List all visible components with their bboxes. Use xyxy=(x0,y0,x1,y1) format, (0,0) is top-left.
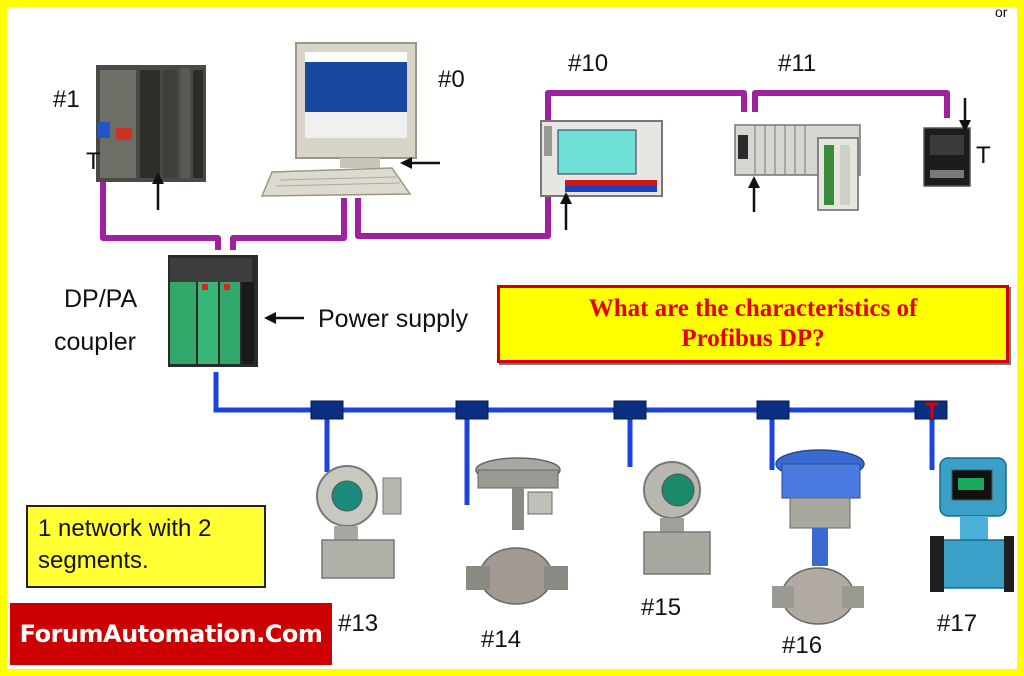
label-flowmeter-17: #17 xyxy=(937,610,978,637)
arrow-io xyxy=(748,176,760,212)
arrow-power-supply xyxy=(264,312,304,324)
plc-rack xyxy=(96,65,206,182)
label-pc: #0 xyxy=(438,66,465,93)
pressure-transmitter-15 xyxy=(643,461,711,575)
arrow-plc xyxy=(152,172,164,210)
label-io-station: #11 xyxy=(778,50,817,77)
label-panel: #10 xyxy=(568,50,609,77)
pa-tee-14 xyxy=(455,400,489,420)
arrow-terminal xyxy=(959,98,971,132)
operator-panel xyxy=(540,120,663,197)
label-coupler-line2: coupler xyxy=(54,328,136,356)
bus-terminal-box xyxy=(923,127,971,187)
label-coupler-line1: DP/PA xyxy=(64,285,138,313)
pressure-transmitter-13 xyxy=(316,465,402,579)
dp-line-pc xyxy=(230,198,347,250)
question-line2: Profibus DP? xyxy=(681,325,825,352)
segment-note: 1 network with 2 segments. xyxy=(26,505,266,588)
question-callout: What are the characteristics of Profibus… xyxy=(497,285,1009,363)
brand-banner[interactable]: ForumAutomation.Com xyxy=(10,603,332,665)
label-transmitter-13: #13 xyxy=(338,610,379,637)
flowmeter-17 xyxy=(930,457,1014,592)
dp-pa-coupler-device xyxy=(168,255,258,367)
pc-keyboard xyxy=(260,167,412,197)
pa-tee-16 xyxy=(756,400,790,420)
label-corner-mark: or xyxy=(995,4,1008,20)
question-line1: What are the characteristics of xyxy=(588,295,918,322)
control-valve-14 xyxy=(466,457,568,605)
label-valve-16: #16 xyxy=(782,632,823,659)
brand-text: ForumAutomation.Com xyxy=(19,620,323,648)
pa-tee-15 xyxy=(613,400,647,420)
label-transmitter-15: #15 xyxy=(641,594,682,621)
label-terminator-right: T xyxy=(976,142,991,169)
pa-tee-boxes xyxy=(310,400,948,420)
remote-io-station xyxy=(734,124,861,211)
profibus-pa-segment xyxy=(213,372,935,505)
pa-terminator-mark xyxy=(926,402,938,419)
label-power-supply: Power supply xyxy=(318,305,469,333)
annotation-arrows xyxy=(152,98,971,324)
arrow-pc xyxy=(400,157,440,169)
pa-tee-13 xyxy=(310,400,344,420)
pc-workstation xyxy=(260,42,417,197)
label-valve-14: #14 xyxy=(481,626,522,653)
dp-line-plc xyxy=(100,182,221,250)
label-terminator-left: T xyxy=(86,148,101,175)
pa-trunk xyxy=(213,372,935,413)
arrow-panel xyxy=(560,192,572,230)
dp-line-terminal xyxy=(752,90,950,118)
control-valve-16 xyxy=(772,449,865,625)
label-plc: #1 xyxy=(53,86,80,113)
